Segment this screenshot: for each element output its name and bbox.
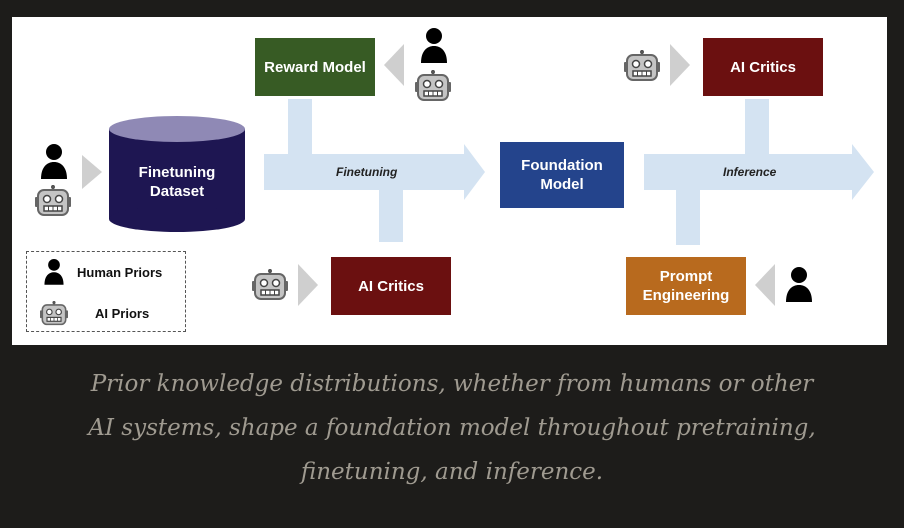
ai-critics-top-box: AI Critics bbox=[703, 38, 823, 96]
robot-icon bbox=[40, 301, 68, 326]
reward-model-box: Reward Model bbox=[255, 38, 375, 96]
legend-human-label: Human Priors bbox=[77, 265, 163, 280]
flow-arrows bbox=[82, 44, 874, 306]
robot-icon bbox=[415, 70, 451, 102]
foundation-model-box: Foundation Model bbox=[500, 142, 624, 208]
robot-icon bbox=[252, 269, 288, 301]
chevron-ai-critics-bottom bbox=[298, 264, 318, 306]
finetuning-dataset-cylinder bbox=[109, 116, 245, 232]
legend-ai-label: AI Priors bbox=[95, 306, 150, 321]
finetuning-arrow-label: Finetuning bbox=[336, 165, 398, 179]
person-icon bbox=[39, 143, 69, 179]
inference-branch-top bbox=[745, 99, 769, 159]
legend: Human Priors AI Priors bbox=[26, 251, 186, 332]
finetuning-arrow bbox=[264, 144, 485, 200]
chevron-prompt bbox=[755, 264, 775, 306]
prompt-engineering-box: Prompt Engineering bbox=[626, 257, 746, 315]
inference-arrow-label: Inference bbox=[723, 165, 777, 179]
chevron-reward bbox=[384, 44, 404, 86]
robot-icon bbox=[35, 185, 71, 217]
chevron-ai-critics-top bbox=[670, 44, 690, 86]
diagram-frame: Finetuning Dataset Reward Model Foundati… bbox=[12, 17, 887, 345]
inference-branch-bottom bbox=[676, 185, 700, 245]
robot-icon bbox=[624, 50, 660, 82]
chevron-dataset bbox=[82, 155, 102, 189]
person-icon bbox=[419, 27, 449, 63]
caption-line-3: finetuning, and inference. bbox=[300, 459, 604, 485]
person-icon bbox=[784, 266, 814, 302]
finetuning-dataset-label: Finetuning Dataset bbox=[138, 164, 216, 200]
person-icon bbox=[43, 258, 65, 285]
figure-caption: Prior knowledge distributions, whether f… bbox=[40, 362, 864, 494]
finetuning-branch-top bbox=[288, 99, 312, 159]
caption-line-2: AI systems, shape a foundation model thr… bbox=[88, 415, 816, 441]
caption-line-1: Prior knowledge distributions, whether f… bbox=[90, 371, 814, 397]
ai-critics-bottom-box: AI Critics bbox=[331, 257, 451, 315]
inference-arrow bbox=[644, 144, 874, 200]
finetuning-branch-bottom bbox=[379, 185, 403, 242]
